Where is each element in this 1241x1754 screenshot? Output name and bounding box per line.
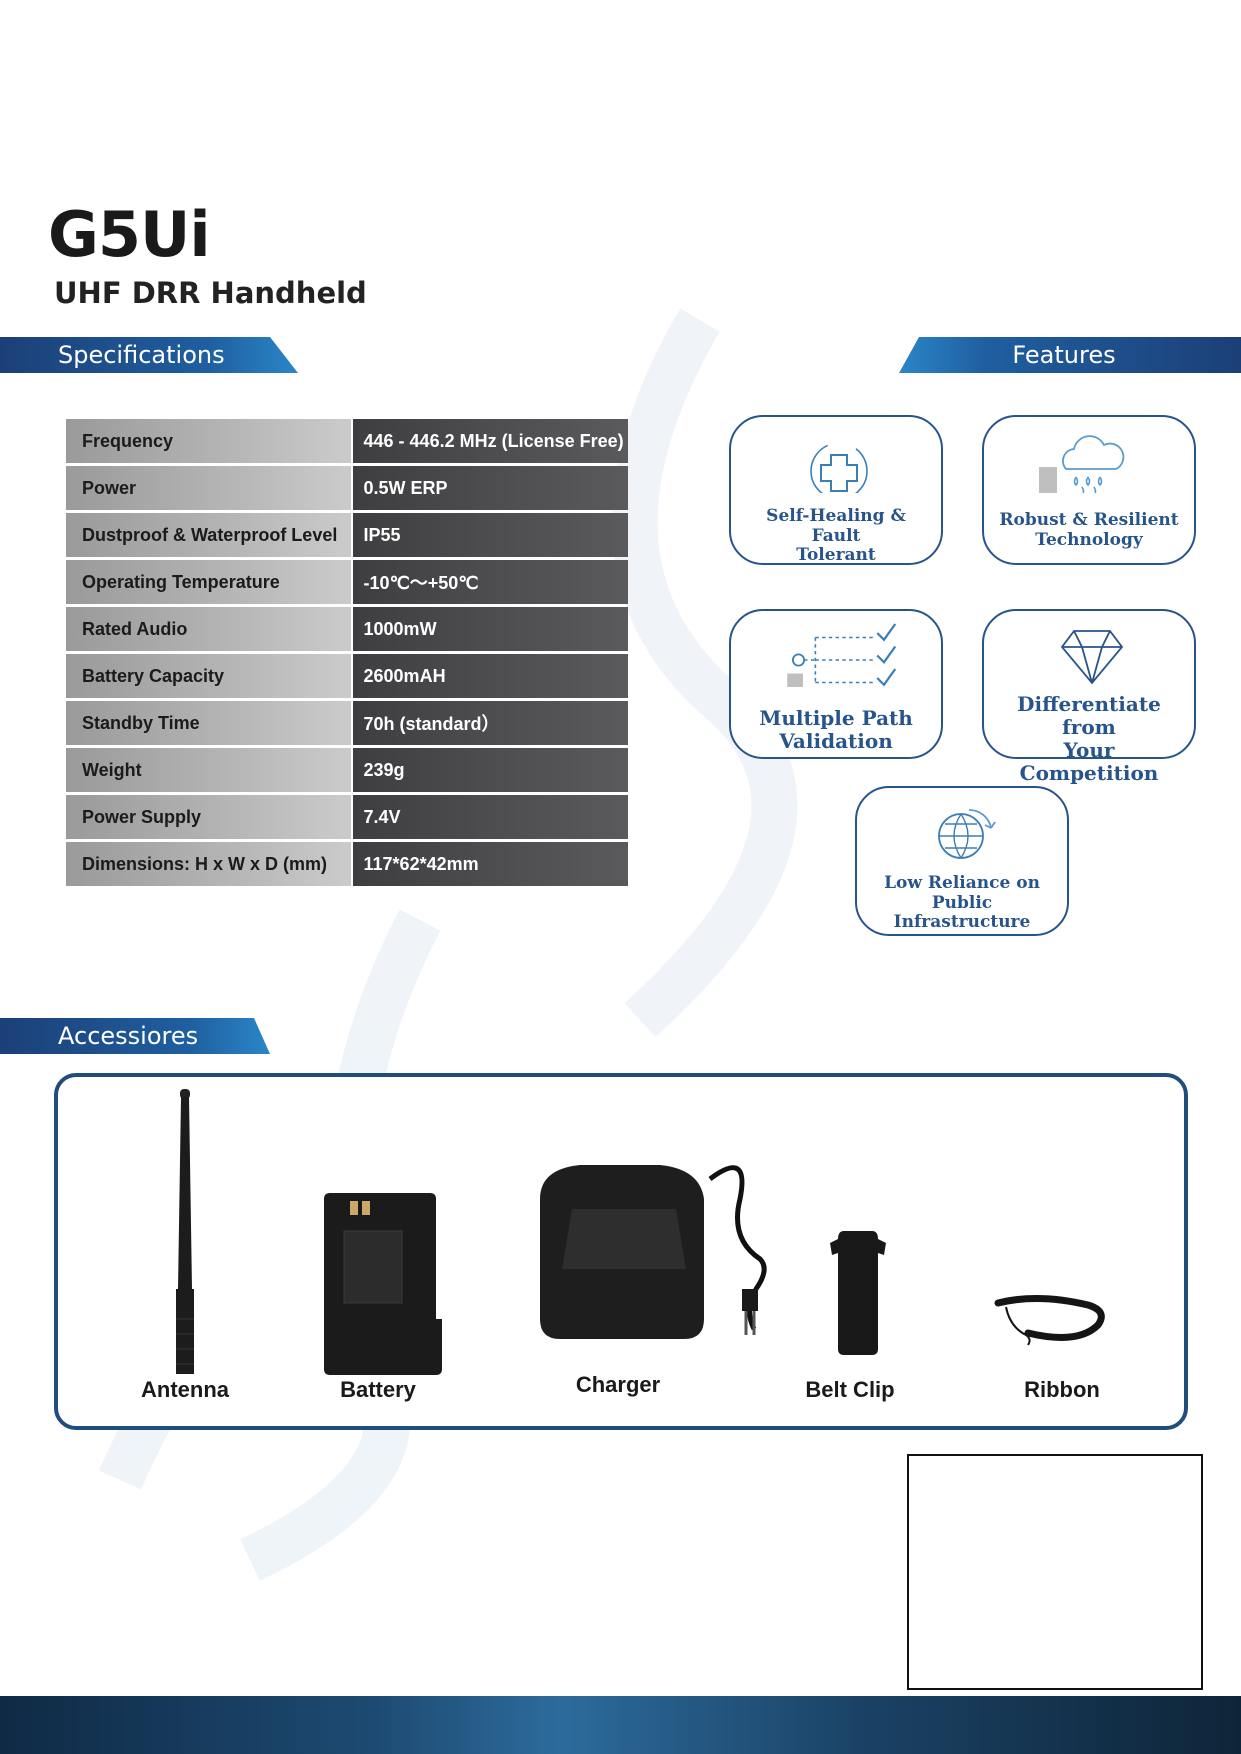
spec-label: Dimensions: H x W x D (mm): [66, 842, 351, 886]
accessory-label: Antenna: [141, 1377, 229, 1402]
spec-label: Power Supply: [66, 795, 351, 839]
spec-value: 70h (standard）: [350, 701, 628, 745]
features-heading: Features: [1012, 341, 1116, 369]
feature-label-line: Tolerant: [796, 545, 876, 566]
rain-cloud-icon: [1039, 435, 1125, 493]
spec-label: Battery Capacity: [66, 654, 351, 698]
accessory-label: Belt Clip: [805, 1377, 895, 1402]
feature-card-low-reliance: Low Reliance on Public Infrastructure: [855, 786, 1069, 936]
accessory-label: Charger: [575, 1372, 661, 1397]
spec-label: Operating Temperature: [66, 560, 351, 604]
table-row: Dimensions: H x W x D (mm)117*62*42mm: [66, 842, 628, 886]
spec-value: -10℃～+50℃: [350, 560, 628, 604]
globe-refresh-icon: [938, 809, 996, 859]
specifications-heading: Specifications: [58, 341, 225, 369]
accessories-banner: Accessiores: [0, 1018, 270, 1054]
feature-label-line: Public: [931, 892, 993, 913]
diamond-icon: [1060, 630, 1124, 685]
spec-value: 446 - 446.2 MHz (License Free): [350, 419, 628, 463]
feature-label-line: Multiple Path: [759, 706, 913, 730]
accessories-panel: Antenna Battery Charger Belt Clip Ribbon: [54, 1073, 1188, 1430]
product-subtitle: UHF DRR Handheld: [54, 276, 367, 310]
feature-card-differentiate: Differentiate from Your Competition: [982, 609, 1196, 785]
feature-card-multiple-path: Multiple Path Validation: [729, 609, 943, 759]
product-title: G5Ui: [48, 198, 211, 271]
spec-label: Power: [66, 466, 351, 510]
feature-card-self-healing: Self-Healing & Fault Tolerant: [729, 415, 943, 565]
feature-label-line: Technology: [1035, 529, 1143, 550]
battery-pack-icon: [324, 1193, 442, 1375]
spec-value: 117*62*42mm: [350, 842, 628, 886]
spec-value: 239g: [350, 748, 628, 792]
table-row: Operating Temperature-10℃～+50℃: [66, 560, 628, 604]
spec-label: Dustproof & Waterproof Level: [66, 513, 351, 557]
spec-value: 0.5W ERP: [350, 466, 628, 510]
spec-label: Rated Audio: [66, 607, 351, 651]
accessory-label: Ribbon: [1024, 1377, 1100, 1402]
feature-label-line: Validation: [779, 729, 893, 753]
feature-label-line: Infrastructure: [893, 912, 1031, 933]
belt-clip-icon: [830, 1231, 886, 1355]
feature-label-line: Differentiate from: [1017, 692, 1161, 739]
features-banner: Features: [899, 337, 1241, 373]
antenna-icon: [176, 1089, 194, 1374]
spec-value: 1000mW: [350, 607, 628, 651]
spec-label: Standby Time: [66, 701, 351, 745]
accessories-heading: Accessiores: [58, 1022, 199, 1050]
spec-label: Frequency: [66, 419, 351, 463]
feature-label-line: Robust & Resilient: [999, 510, 1179, 530]
charger-cradle-icon: [540, 1165, 767, 1339]
spec-value: 7.4V: [350, 795, 628, 839]
footer-bar: [0, 1696, 1241, 1754]
feature-label-line: Low Reliance on: [884, 873, 1040, 893]
spec-value: IP55: [350, 513, 628, 557]
feature-card-robust: Robust & Resilient Technology: [982, 415, 1196, 565]
feature-label-line: Your Competition: [1019, 738, 1159, 785]
specifications-banner: Specifications: [0, 337, 298, 373]
spec-label: Weight: [66, 748, 351, 792]
feature-label-line: Self-Healing & Fault: [766, 506, 906, 546]
lanyard-icon: [994, 1295, 1105, 1346]
medical-cross-icon: [810, 442, 868, 493]
blank-placeholder-box: [907, 1454, 1203, 1690]
accessory-label: Battery: [340, 1377, 416, 1402]
spec-value: 2600mAH: [350, 654, 628, 698]
path-checklist-icon: [787, 623, 897, 687]
